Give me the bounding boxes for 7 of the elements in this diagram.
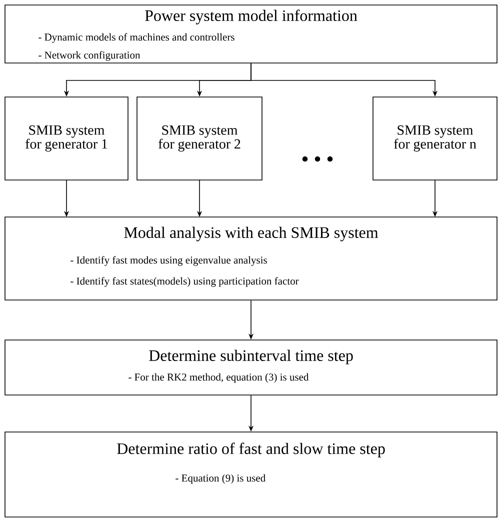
process-box: SMIB system for generator 2	[136, 96, 262, 180]
process-box: Modal analysis with each SMIB system - Identify fast modes using eigenvalue analysis - Identify fast states(models) using participation factor	[4, 216, 498, 300]
process-box: Determine subinterval time step - For the RK2 method, equation (3) is used	[4, 340, 498, 396]
process-box: Determine ratio of fast and slow time step - Equation (9) is used	[4, 432, 498, 518]
process-box: Power system model information - Dynamic models of machines and controllers - Network configuration	[4, 4, 498, 64]
process-box: SMIB system for generator n	[372, 96, 498, 180]
process-box: SMIB system for generator 1	[4, 96, 128, 180]
